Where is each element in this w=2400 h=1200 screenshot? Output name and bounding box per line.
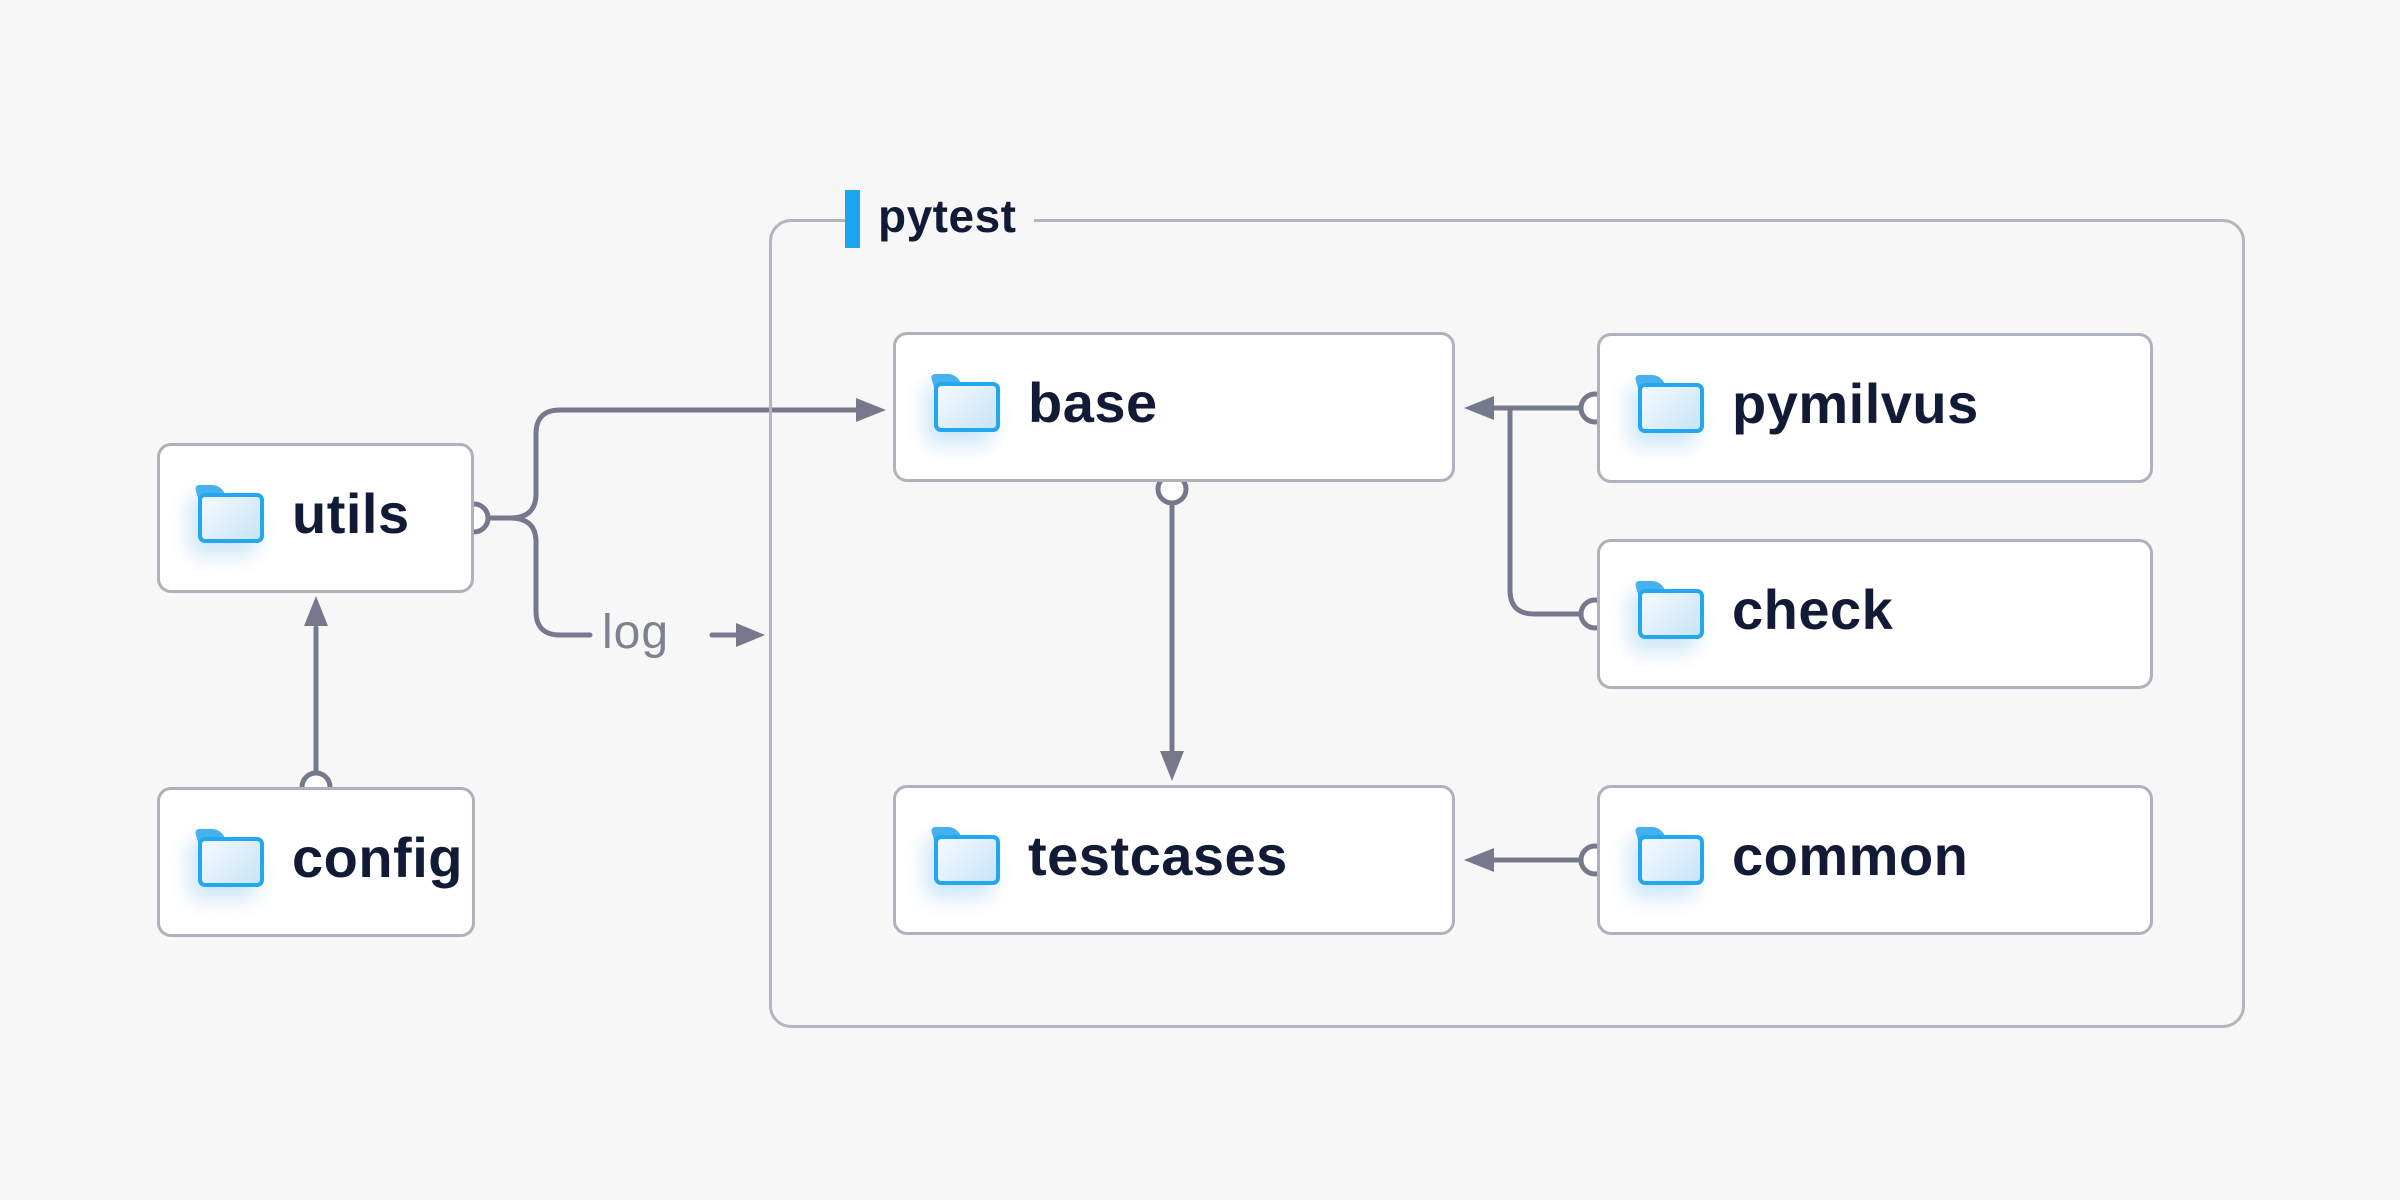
folder-icon: [194, 485, 264, 543]
folder-icon: [930, 374, 1000, 432]
folder-icon: [1634, 827, 1704, 885]
arrowhead-icon: [736, 623, 765, 647]
folder-icon: [1634, 375, 1704, 433]
edge-label-log: log: [602, 606, 670, 660]
folder-icon: [1634, 581, 1704, 639]
arrowhead-icon: [1160, 751, 1184, 781]
node-pymilvus: pymilvus: [1597, 333, 2153, 483]
node-label: common: [1732, 824, 1969, 887]
group-title: pytest: [878, 190, 1017, 242]
node-label: pymilvus: [1732, 372, 1979, 435]
arrowhead-icon: [304, 596, 328, 626]
arrowhead-icon: [1464, 396, 1494, 420]
accent-bar-icon: [845, 190, 860, 248]
node-common: common: [1597, 785, 2153, 935]
folder-icon: [194, 829, 264, 887]
node-label: testcases: [1028, 824, 1288, 887]
node-config: config: [157, 787, 475, 937]
edge-check-base: [1507, 408, 1583, 617]
folder-icon: [930, 827, 1000, 885]
pytest-group-box: [769, 219, 2245, 1028]
pytest-group-label: pytest: [845, 186, 1035, 252]
node-utils: utils: [157, 443, 474, 593]
node-label: config: [292, 826, 463, 889]
node-testcases: testcases: [893, 785, 1455, 935]
node-base: base: [893, 332, 1455, 482]
edge-utils-log: [485, 515, 593, 638]
arrowhead-icon: [856, 398, 886, 422]
node-check: check: [1597, 539, 2153, 689]
node-label: base: [1028, 371, 1158, 434]
arrowhead-icon: [1464, 848, 1494, 872]
node-label: utils: [292, 482, 410, 545]
node-label: check: [1732, 578, 1894, 641]
